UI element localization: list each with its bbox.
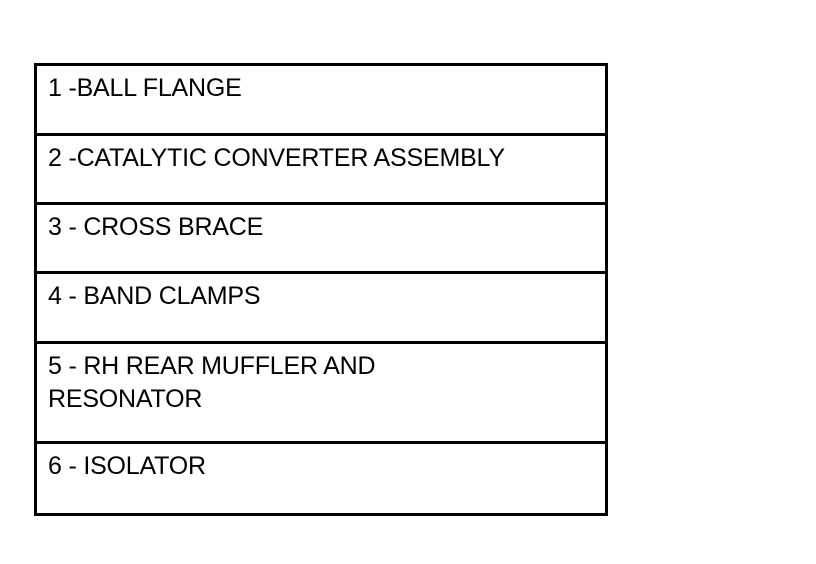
legend-item-isolator: 6 - ISOLATOR: [48, 452, 206, 480]
legend-item-cross-brace: 3 - CROSS BRACE: [37, 205, 605, 274]
parts-legend-table: 1 -BALL FLANGE 2 -CATALYTIC CONVERTER AS…: [34, 63, 608, 516]
legend-item-catalytic-converter-assembly: 2 -CATALYTIC CONVERTER ASSEMBLY: [37, 136, 605, 205]
legend-item-rh-rear-muffler-and-resonator: 5 - RH REAR MUFFLER AND RESONATOR: [37, 344, 605, 444]
legend-item-band-clamps: 4 - BAND CLAMPS: [37, 274, 605, 344]
legend-item-ball-flange: 1 -BALL FLANGE: [37, 66, 605, 136]
